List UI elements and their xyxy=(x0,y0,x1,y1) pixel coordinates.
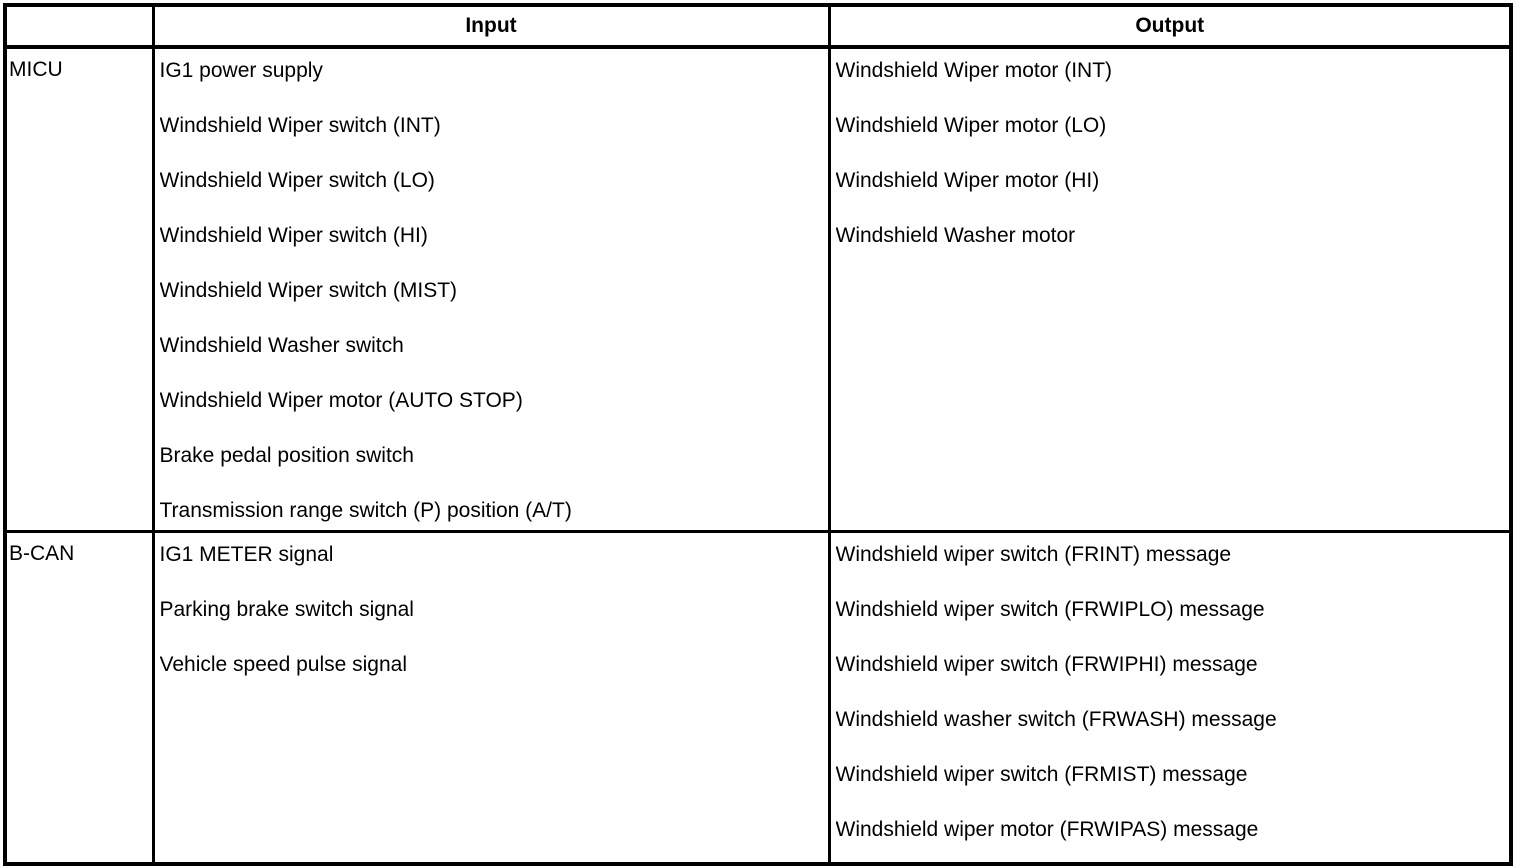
input-signal-list: IG1 power supply Windshield Wiper switch… xyxy=(160,58,828,524)
list-item: IG1 power supply xyxy=(159,59,323,82)
list-item: Windshield wiper switch (FRINT) message xyxy=(835,543,1232,566)
input-output-signal-table: Input Output MICU IG1 power supply Winds… xyxy=(3,3,1513,866)
cell-input-signals: IG1 power supply Windshield Wiper switch… xyxy=(153,47,831,532)
list-item: Brake pedal position switch xyxy=(159,444,414,467)
column-header-system xyxy=(5,5,155,49)
column-header-input: Input xyxy=(153,5,831,49)
list-item: Windshield Washer switch xyxy=(159,334,404,357)
list-item: Windshield Wiper switch (INT) xyxy=(159,114,441,137)
list-item: Windshield washer switch (FRWASH) messag… xyxy=(835,708,1277,731)
list-item: Windshield wiper switch (FRWIPHI) messag… xyxy=(835,653,1258,676)
output-signal-list: Windshield Wiper motor (INT) Windshield … xyxy=(836,58,1510,249)
output-signal-list: Windshield wiper switch (FRINT) message … xyxy=(836,542,1510,843)
list-item: Windshield wiper motor (FRWIPAS) message xyxy=(835,818,1259,841)
table-row: B-CAN IG1 METER signal Parking brake swi… xyxy=(5,530,1511,864)
cell-output-signals: Windshield wiper switch (FRINT) message … xyxy=(829,530,1511,864)
list-item: Parking brake switch signal xyxy=(159,598,414,621)
list-item: Windshield Wiper switch (MIST) xyxy=(159,279,458,302)
column-header-output: Output xyxy=(829,5,1511,49)
list-item: Windshield Washer motor xyxy=(835,224,1076,247)
list-item: Vehicle speed pulse signal xyxy=(159,653,408,676)
list-item: Windshield Wiper switch (LO) xyxy=(159,169,435,192)
list-item: Windshield wiper switch (FRMIST) message xyxy=(835,763,1248,786)
list-item: IG1 METER signal xyxy=(159,543,334,566)
list-item: Windshield Wiper motor (HI) xyxy=(835,169,1100,192)
list-item: Windshield Wiper motor (INT) xyxy=(835,59,1113,82)
list-item: Windshield wiper switch (FRWIPLO) messag… xyxy=(835,598,1265,621)
table-header-row: Input Output xyxy=(5,5,1511,49)
table-header: Input Output xyxy=(5,5,1511,49)
cell-system-name: B-CAN xyxy=(5,530,155,864)
document-page: Input Output MICU IG1 power supply Winds… xyxy=(3,3,1513,866)
table-row: MICU IG1 power supply Windshield Wiper s… xyxy=(5,47,1511,532)
list-item: Windshield Wiper motor (LO) xyxy=(835,114,1107,137)
cell-input-signals: IG1 METER signal Parking brake switch si… xyxy=(153,530,831,864)
list-item: Windshield Wiper motor (AUTO STOP) xyxy=(159,389,523,412)
list-item: Transmission range switch (P) position (… xyxy=(159,499,572,522)
table-body: MICU IG1 power supply Windshield Wiper s… xyxy=(5,47,1511,864)
cell-system-name: MICU xyxy=(5,47,155,532)
cell-output-signals: Windshield Wiper motor (INT) Windshield … xyxy=(829,47,1511,532)
input-signal-list: IG1 METER signal Parking brake switch si… xyxy=(160,542,828,678)
list-item: Windshield Wiper switch (HI) xyxy=(159,224,428,247)
